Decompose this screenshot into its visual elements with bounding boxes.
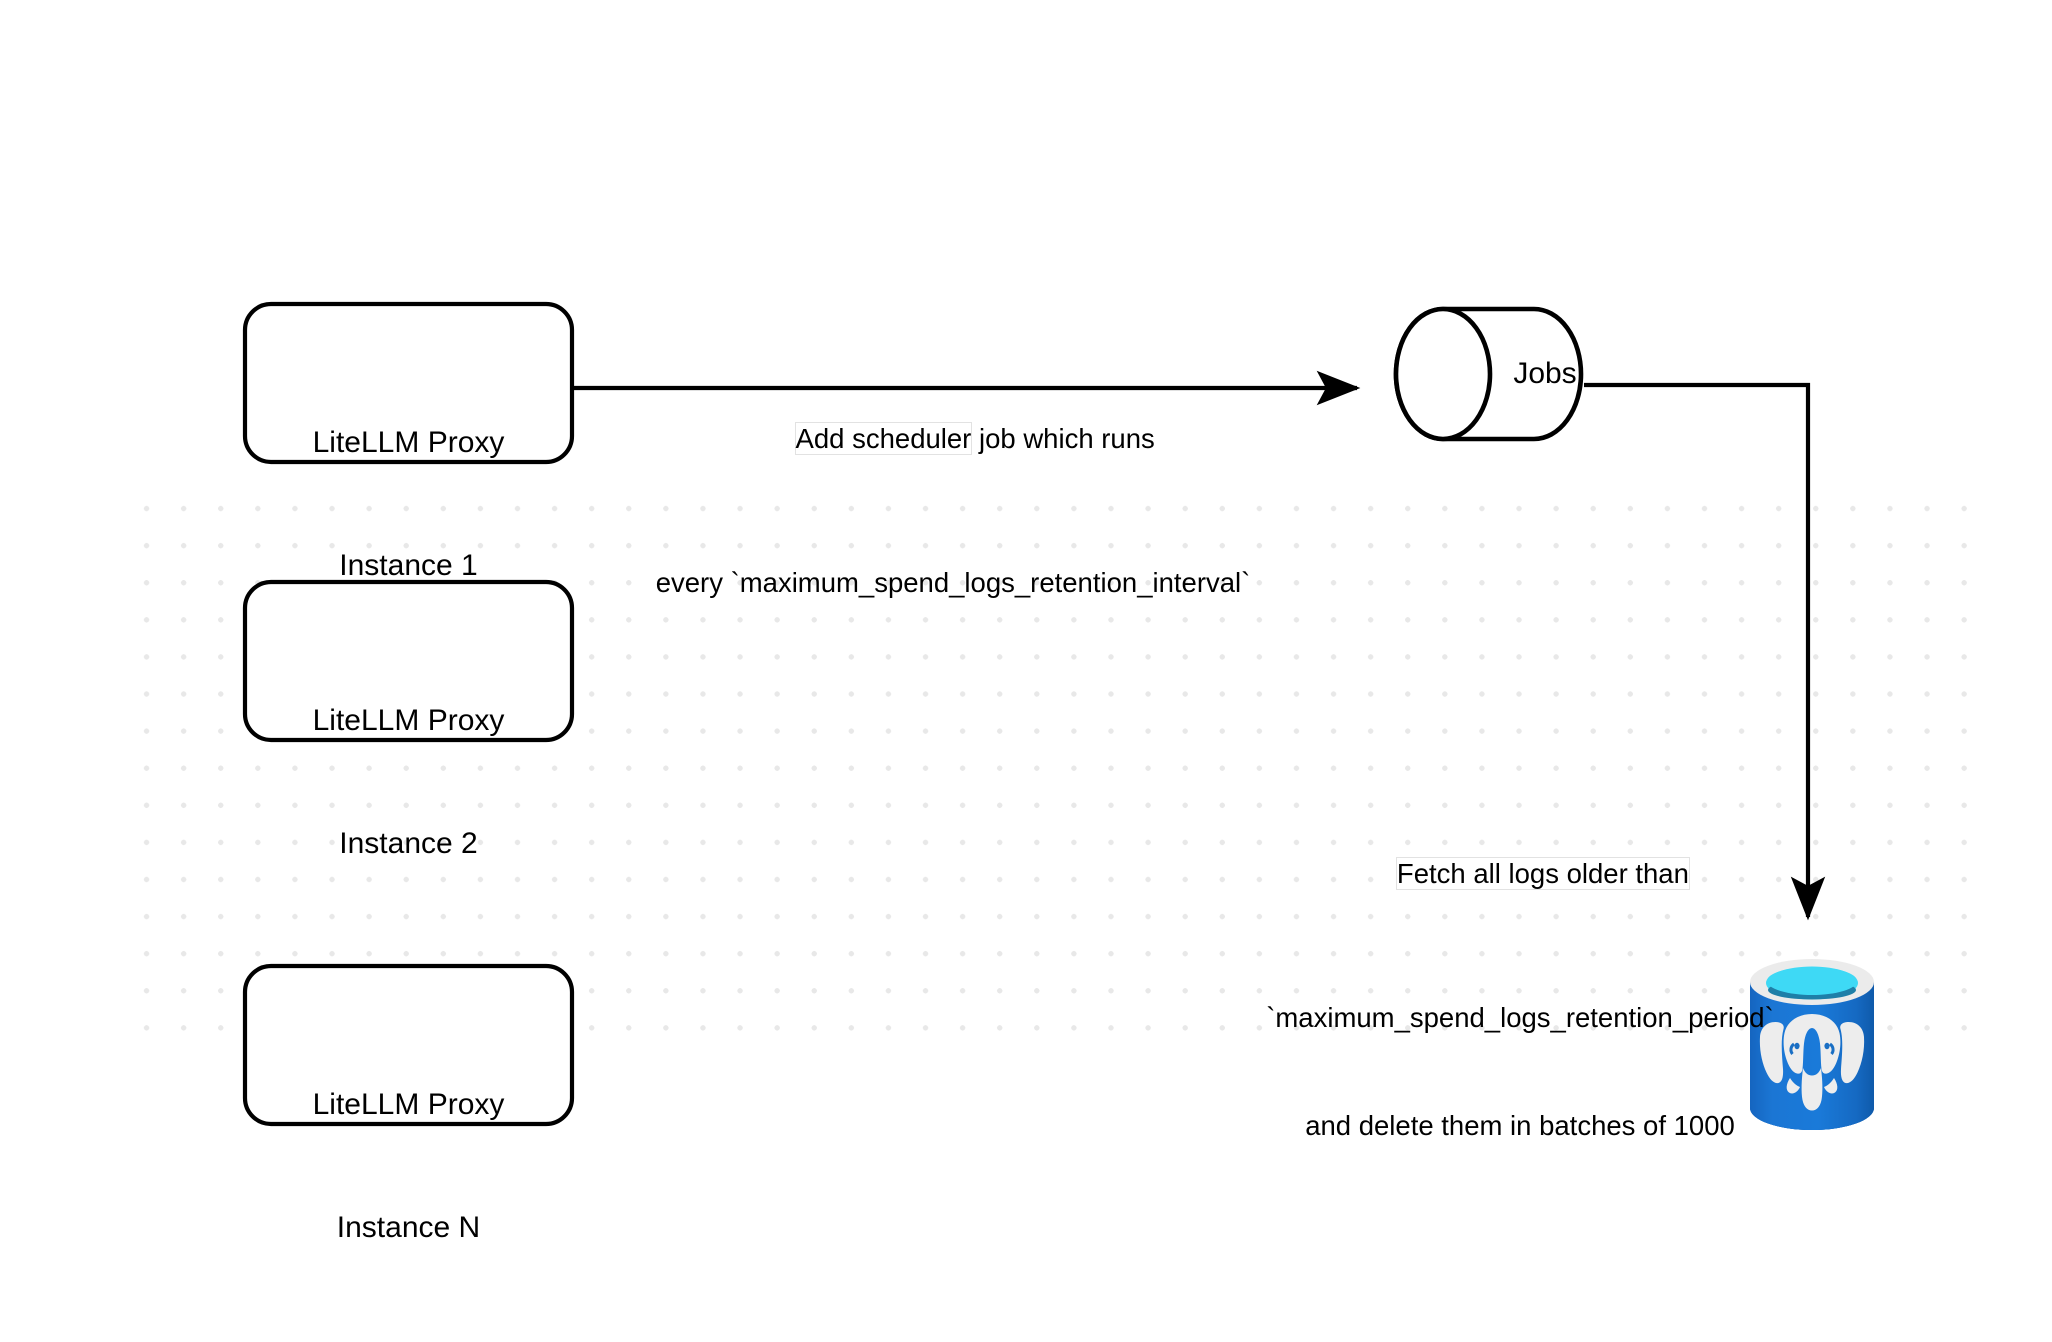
delete-edge-label-highlight: Fetch all logs older than bbox=[1396, 858, 1689, 889]
scheduler-edge-label-row2: every `maximum_spend_logs_retention_inte… bbox=[655, 567, 1251, 598]
proxy-instance-n-box[interactable] bbox=[242, 963, 575, 1127]
proxy-instance-2-label: LiteLLM Proxy Instance 2 bbox=[245, 618, 572, 946]
proxy-instance-1-box[interactable] bbox=[242, 301, 575, 465]
postgres-database-icon[interactable] bbox=[1750, 959, 1874, 1130]
proxy-instance-1-label: LiteLLM Proxy Instance 1 bbox=[245, 340, 572, 668]
postgres-elephant-glyph bbox=[1759, 1014, 1865, 1111]
jobs-cylinder[interactable] bbox=[1393, 306, 1584, 442]
scheduler-edge-label-line1-rest: job which runs bbox=[971, 423, 1155, 454]
proxy-instance-n-line1: LiteLLM Proxy bbox=[312, 1088, 505, 1121]
delete-edge-label: Fetch all logs older than `maximum_spend… bbox=[1240, 748, 1800, 1216]
proxy-instance-2-line2: Instance 2 bbox=[339, 827, 478, 860]
proxy-instance-1-line2: Instance 1 bbox=[339, 549, 478, 582]
jobs-cylinder-label: Jobs bbox=[1513, 357, 1577, 390]
postgres-elephant-eyes bbox=[1789, 1042, 1835, 1055]
scheduler-edge-label-row1: Add scheduler job which runs bbox=[603, 385, 1303, 493]
delete-edge-label-row3: and delete them in batches of 1000 bbox=[1305, 1110, 1735, 1141]
proxy-instance-2-box[interactable] bbox=[242, 579, 575, 743]
scheduler-edge-label: Add scheduler job which runs every `maxi… bbox=[603, 313, 1303, 673]
delete-edge-connector bbox=[1584, 382, 1826, 921]
proxy-instance-n-label: LiteLLM Proxy Instance N bbox=[245, 1002, 572, 1330]
delete-edge-label-row2: `maximum_spend_logs_retention_period` bbox=[1266, 1002, 1774, 1033]
postgres-elephant-eye-dots bbox=[1794, 1042, 1830, 1050]
scheduler-edge-label-highlight: Add scheduler bbox=[795, 423, 972, 454]
proxy-instance-2-line1: LiteLLM Proxy bbox=[312, 704, 505, 737]
proxy-instance-1-line1: LiteLLM Proxy bbox=[312, 426, 505, 459]
delete-edge-label-row1: Fetch all logs older than bbox=[1240, 820, 1800, 928]
proxy-instance-n-line2: Instance N bbox=[336, 1211, 481, 1244]
